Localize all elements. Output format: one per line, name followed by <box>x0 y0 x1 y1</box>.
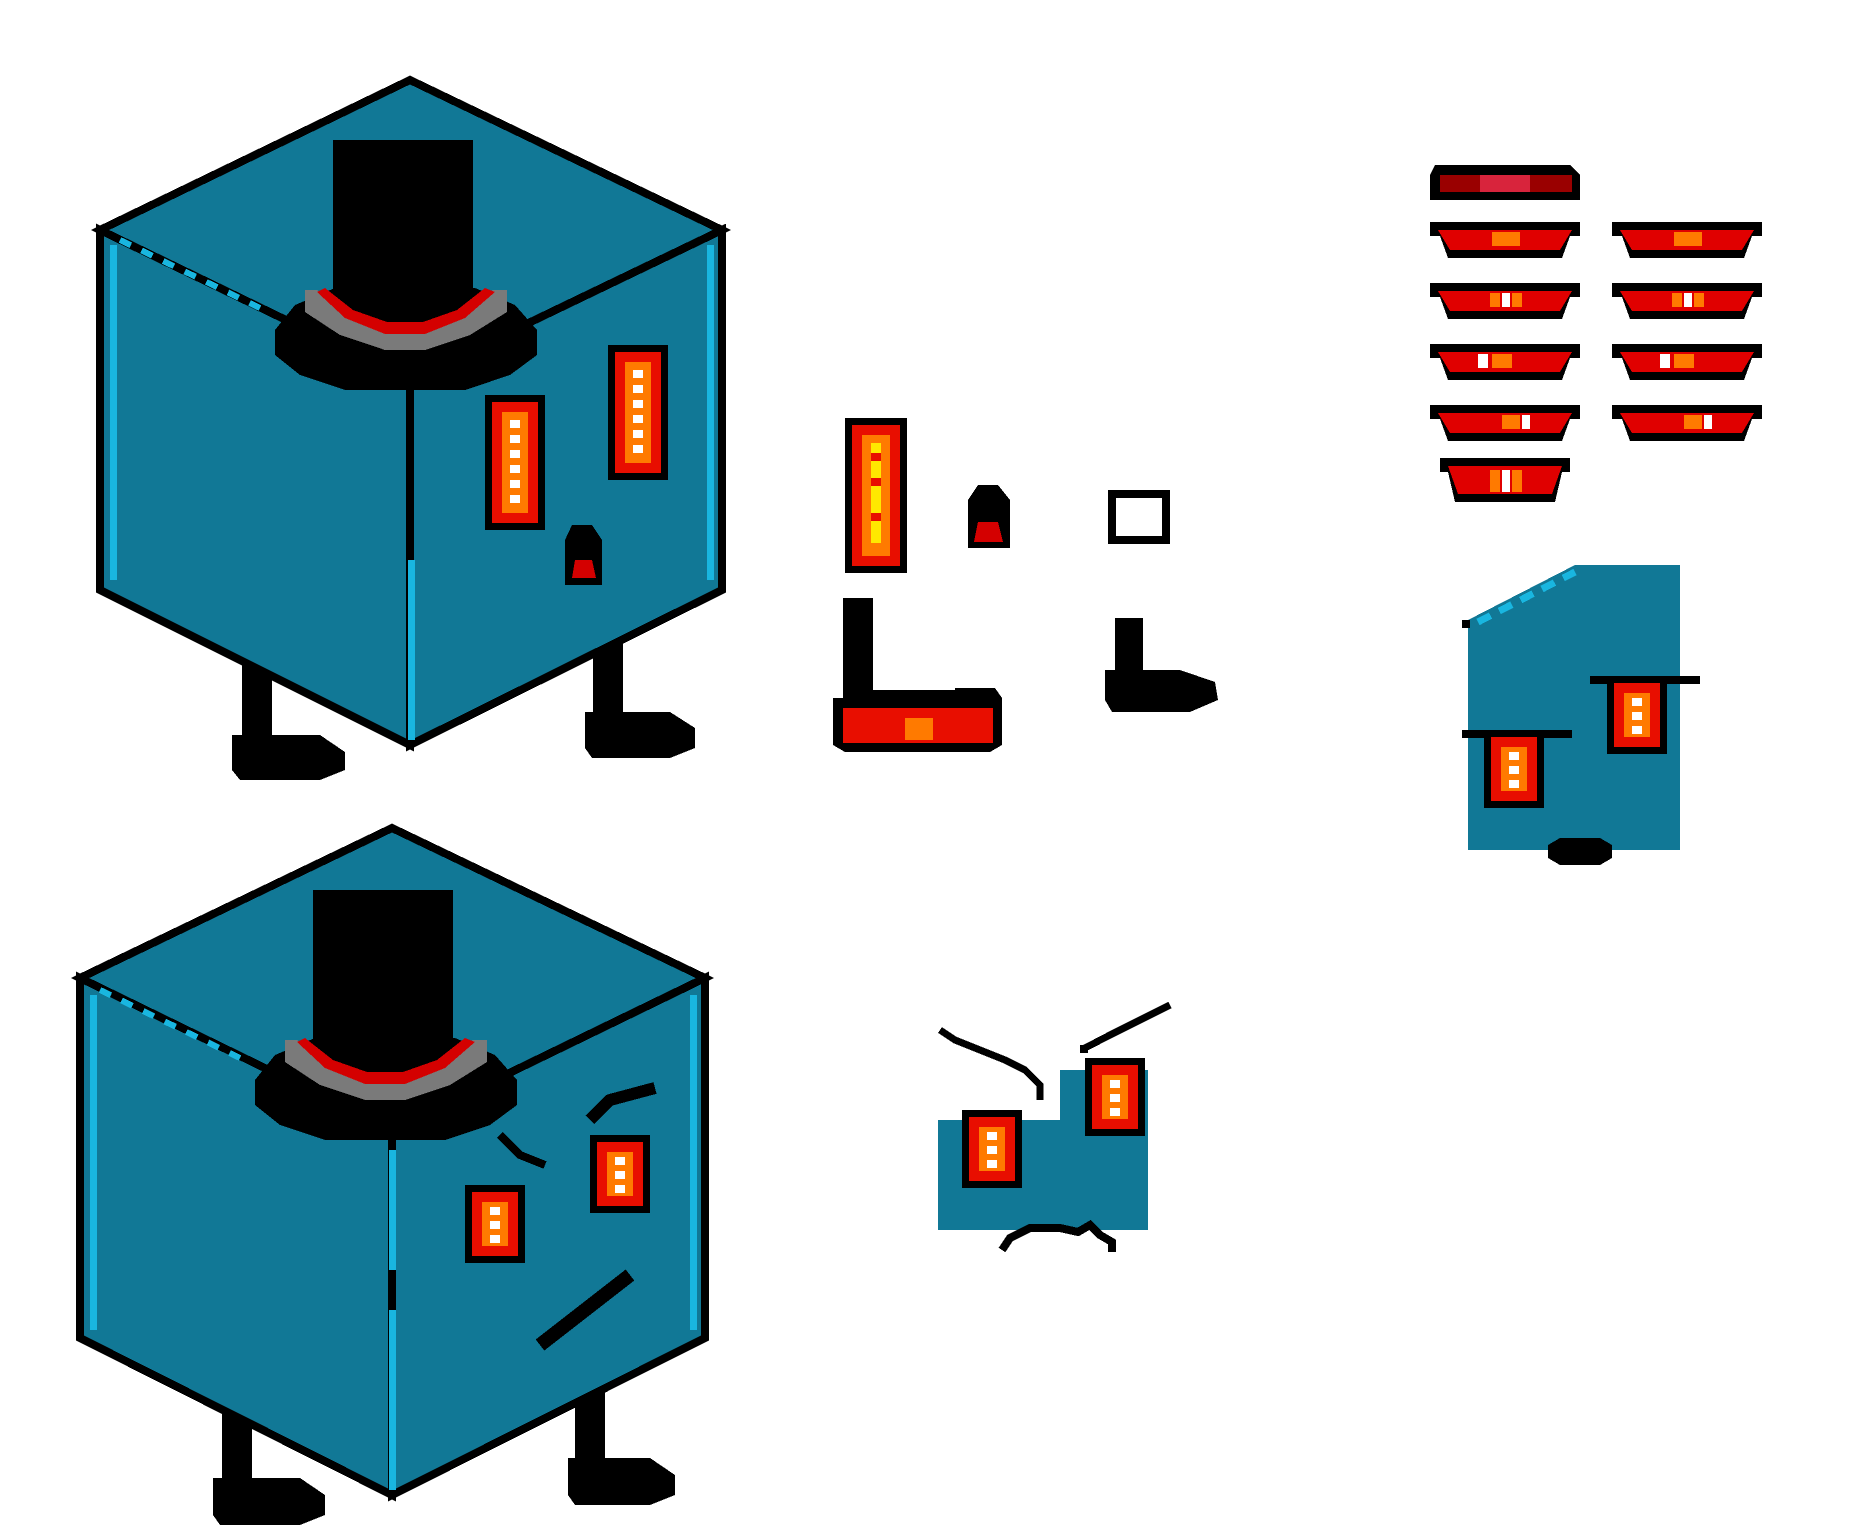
edge-highlight <box>110 245 117 580</box>
edge-highlight <box>98 987 242 1061</box>
eye-left <box>465 1185 525 1263</box>
mouth-frame <box>1430 283 1580 319</box>
mouth-frame <box>1612 405 1762 441</box>
angry-mark <box>497 1132 547 1169</box>
box-character-idle <box>90 75 732 780</box>
angry-brow <box>585 1082 657 1125</box>
eye-right <box>608 345 668 480</box>
mouth-frame <box>1430 165 1580 200</box>
eye-right <box>590 1135 650 1213</box>
eye-left <box>485 395 545 530</box>
face-closeup-neutral <box>1462 565 1700 865</box>
foot-right <box>568 1458 675 1505</box>
nostril <box>1548 838 1612 865</box>
edge-highlight <box>389 1310 396 1490</box>
eye-right <box>1085 1058 1145 1136</box>
mouth-frame <box>1612 283 1762 319</box>
eye-right <box>1607 676 1667 754</box>
mouth-frame <box>1430 405 1580 441</box>
edge-highlight <box>389 1150 396 1270</box>
mouth-frames <box>1430 165 1762 502</box>
nostril-piece <box>968 485 1010 548</box>
face-closeup-angry <box>938 1001 1172 1253</box>
edge-highlight <box>90 995 97 1330</box>
nostril <box>565 525 602 585</box>
foot-right <box>585 712 695 758</box>
mouth-frame <box>1430 344 1580 380</box>
angry-brow-left <box>938 1027 1044 1100</box>
eye-left <box>1484 730 1544 808</box>
mouth-frame <box>1440 458 1570 502</box>
eye-piece <box>845 418 907 573</box>
edge-highlight <box>707 245 714 580</box>
edge-highlight <box>690 995 697 1330</box>
leg-with-bowtie-piece <box>833 598 1002 752</box>
mouth-frame <box>1612 344 1762 380</box>
frown-mouth <box>998 1219 1116 1253</box>
eye-left <box>962 1110 1022 1188</box>
foot-piece <box>1105 618 1218 712</box>
angry-mouth <box>535 1269 635 1351</box>
edge-highlight <box>118 237 262 311</box>
highlight-piece <box>1108 490 1170 544</box>
box-character-angry <box>70 823 715 1525</box>
foot-left <box>213 1478 325 1525</box>
mouth-frame <box>1612 222 1762 258</box>
angry-brow-right <box>1083 1001 1172 1052</box>
mouth-frame <box>1430 222 1580 258</box>
foot-left <box>232 735 345 780</box>
edge-highlight <box>408 560 415 740</box>
